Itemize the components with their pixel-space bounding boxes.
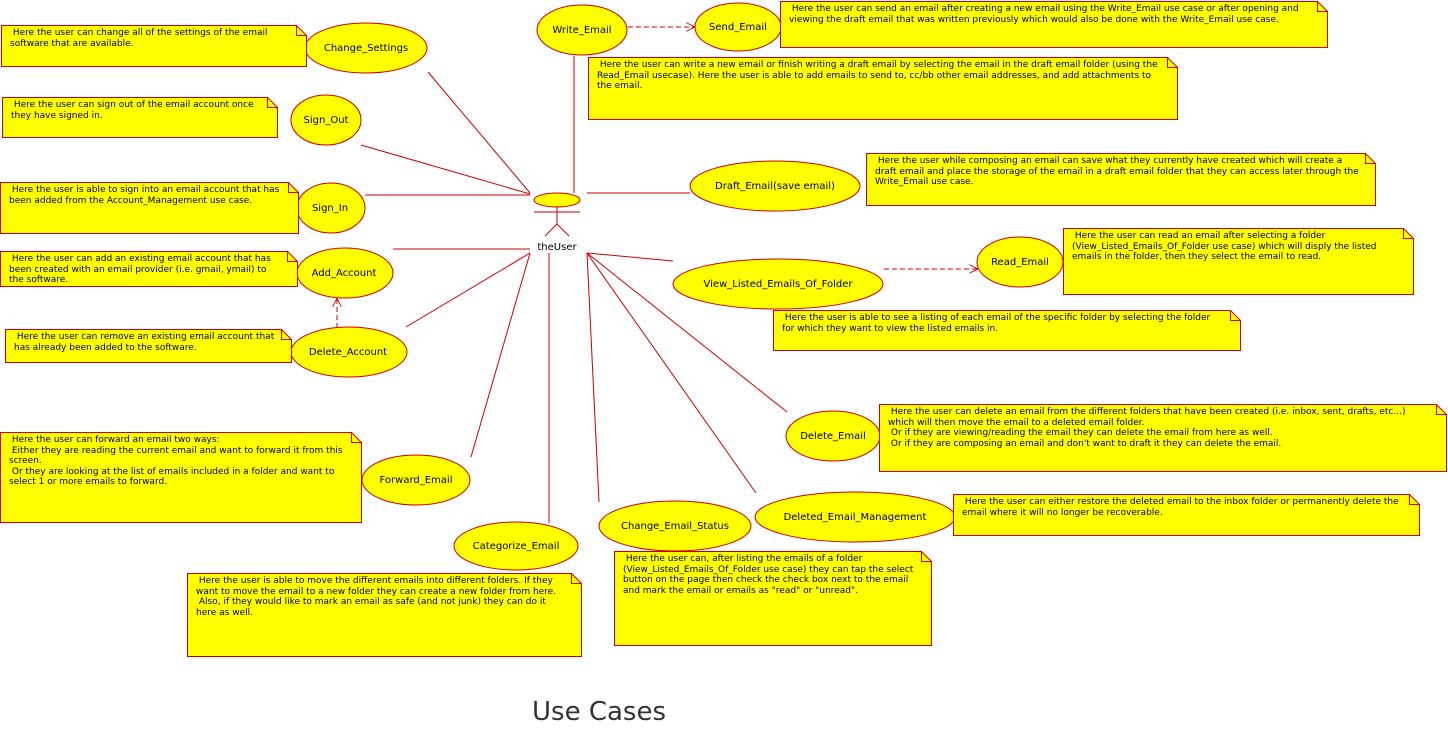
diagram-title: Use Cases [532, 697, 667, 727]
use-case-label-forward-email: Forward_Email [380, 475, 453, 486]
note-forward-email-fold [351, 432, 362, 443]
association-sign-out [360, 144, 531, 195]
actor-label: theUser [537, 242, 577, 253]
use-case-label-change-settings: Change_Settings [324, 43, 408, 54]
note-change-settings-fold [296, 25, 307, 36]
association-view-listed [586, 252, 674, 262]
use-case-label-delete-email: Delete_Email [800, 431, 866, 442]
actor-leg-right [556, 223, 570, 237]
note-add-account-fold [287, 251, 298, 262]
use-case-label-write-email: Write_Email [552, 25, 611, 36]
note-read-email-fold [1403, 228, 1414, 239]
association-delete-email [586, 252, 788, 413]
use-case-label-deleted-email-management: Deleted_Email_Management [784, 512, 927, 523]
use-case-label-read-email: Read_Email [991, 257, 1049, 268]
use-case-label-sign-out: Sign_Out [304, 115, 349, 126]
note-write-email-fold [1167, 57, 1178, 68]
note-read-email-shape [1063, 228, 1414, 295]
note-write-email-shape [588, 57, 1178, 120]
note-sign-out-shape [2, 97, 278, 138]
association-change-email-status [586, 252, 600, 503]
use-case-label-view-listed: View_Listed_Emails_Of_Folder [704, 279, 854, 290]
note-change-settings: Here the user can change all of the sett… [10, 28, 268, 49]
note-sign-out-fold [267, 97, 278, 108]
note-add-account-shape [0, 251, 298, 287]
use-case-label-categorize-email: Categorize_Email [473, 541, 560, 552]
association-delete-account [405, 252, 531, 328]
association-deleted-email-management [586, 252, 757, 494]
use-case-write-email [536, 4, 628, 56]
note-view-listed: Here the user is able to see a listing o… [782, 313, 1211, 334]
note-sign-in-shape [0, 182, 299, 234]
note-categorize-email-fold [571, 573, 582, 584]
note-delete-account-fold [281, 329, 292, 340]
note-view-listed-shape [773, 310, 1241, 351]
note-send-email-fold [1317, 1, 1328, 12]
note-sign-in-fold [288, 182, 299, 193]
dependency-arrows [337, 27, 977, 328]
note-delete-email-shape [879, 404, 1447, 472]
note-sign-out: Here the user can sign out of the email … [11, 100, 254, 121]
note-read-email: Here the user can read an email after se… [1072, 231, 1377, 262]
note-delete-email-fold [1436, 404, 1447, 415]
note-view-listed-fold [1230, 310, 1241, 321]
use-case-label-change-email-status: Change_Email_Status [621, 521, 729, 532]
actor-leg-left [544, 223, 558, 237]
association-change-settings [427, 71, 531, 194]
use-case-categorize-email [453, 521, 579, 571]
use-case-view-listed [672, 258, 884, 310]
actor-head [533, 192, 581, 208]
note-draft-email-shape [866, 153, 1376, 206]
note-categorize-email: Here the user is able to move the differ… [196, 576, 557, 618]
note-deleted-email-management: Here the user can either restore the del… [962, 497, 1399, 518]
note-change-settings-shape [1, 25, 307, 67]
note-send-email: Here the user can send an email after cr… [789, 4, 1299, 25]
note-add-account: Here the user can add an existing email … [9, 254, 271, 285]
note-delete-account: Here the user can remove an existing ema… [14, 332, 275, 353]
note-write-email: Here the user can write a new email or f… [597, 60, 1158, 91]
use-case-label-add-account: Add_Account [312, 268, 377, 279]
note-change-email-status-shape [614, 551, 932, 646]
note-deleted-email-management-shape [953, 494, 1420, 536]
note-change-email-status: Here the user can, after listing the ema… [623, 554, 914, 596]
note-forward-email-shape [0, 432, 362, 523]
note-deleted-email-management-fold [1409, 494, 1420, 505]
note-delete-account-shape [5, 329, 292, 363]
use-case-draft-email [689, 160, 861, 212]
use-case-label-send-email: Send_Email [709, 22, 767, 33]
note-categorize-email-shape [187, 573, 582, 657]
use-case-label-draft-email: Draft_Email(save email) [715, 181, 835, 192]
use-case-label-sign-in: Sign_In [312, 203, 348, 214]
note-forward-email: Here the user can forward an email two w… [9, 435, 343, 487]
note-delete-email: Here the user can delete an email from t… [888, 407, 1406, 449]
actor-theuser [533, 192, 581, 237]
note-send-email-shape [780, 1, 1328, 48]
note-shapes [0, 1, 1447, 657]
use-case-label-delete-account: Delete_Account [309, 347, 387, 358]
note-change-email-status-fold [921, 551, 932, 562]
note-draft-email: Here the user while composing an email c… [875, 156, 1359, 187]
association-lines [360, 56, 788, 523]
association-forward-email [470, 252, 531, 458]
use-case-sign-out [290, 94, 362, 146]
note-draft-email-fold [1365, 153, 1376, 164]
note-sign-in: Here the user is able to sign into an em… [9, 185, 280, 206]
